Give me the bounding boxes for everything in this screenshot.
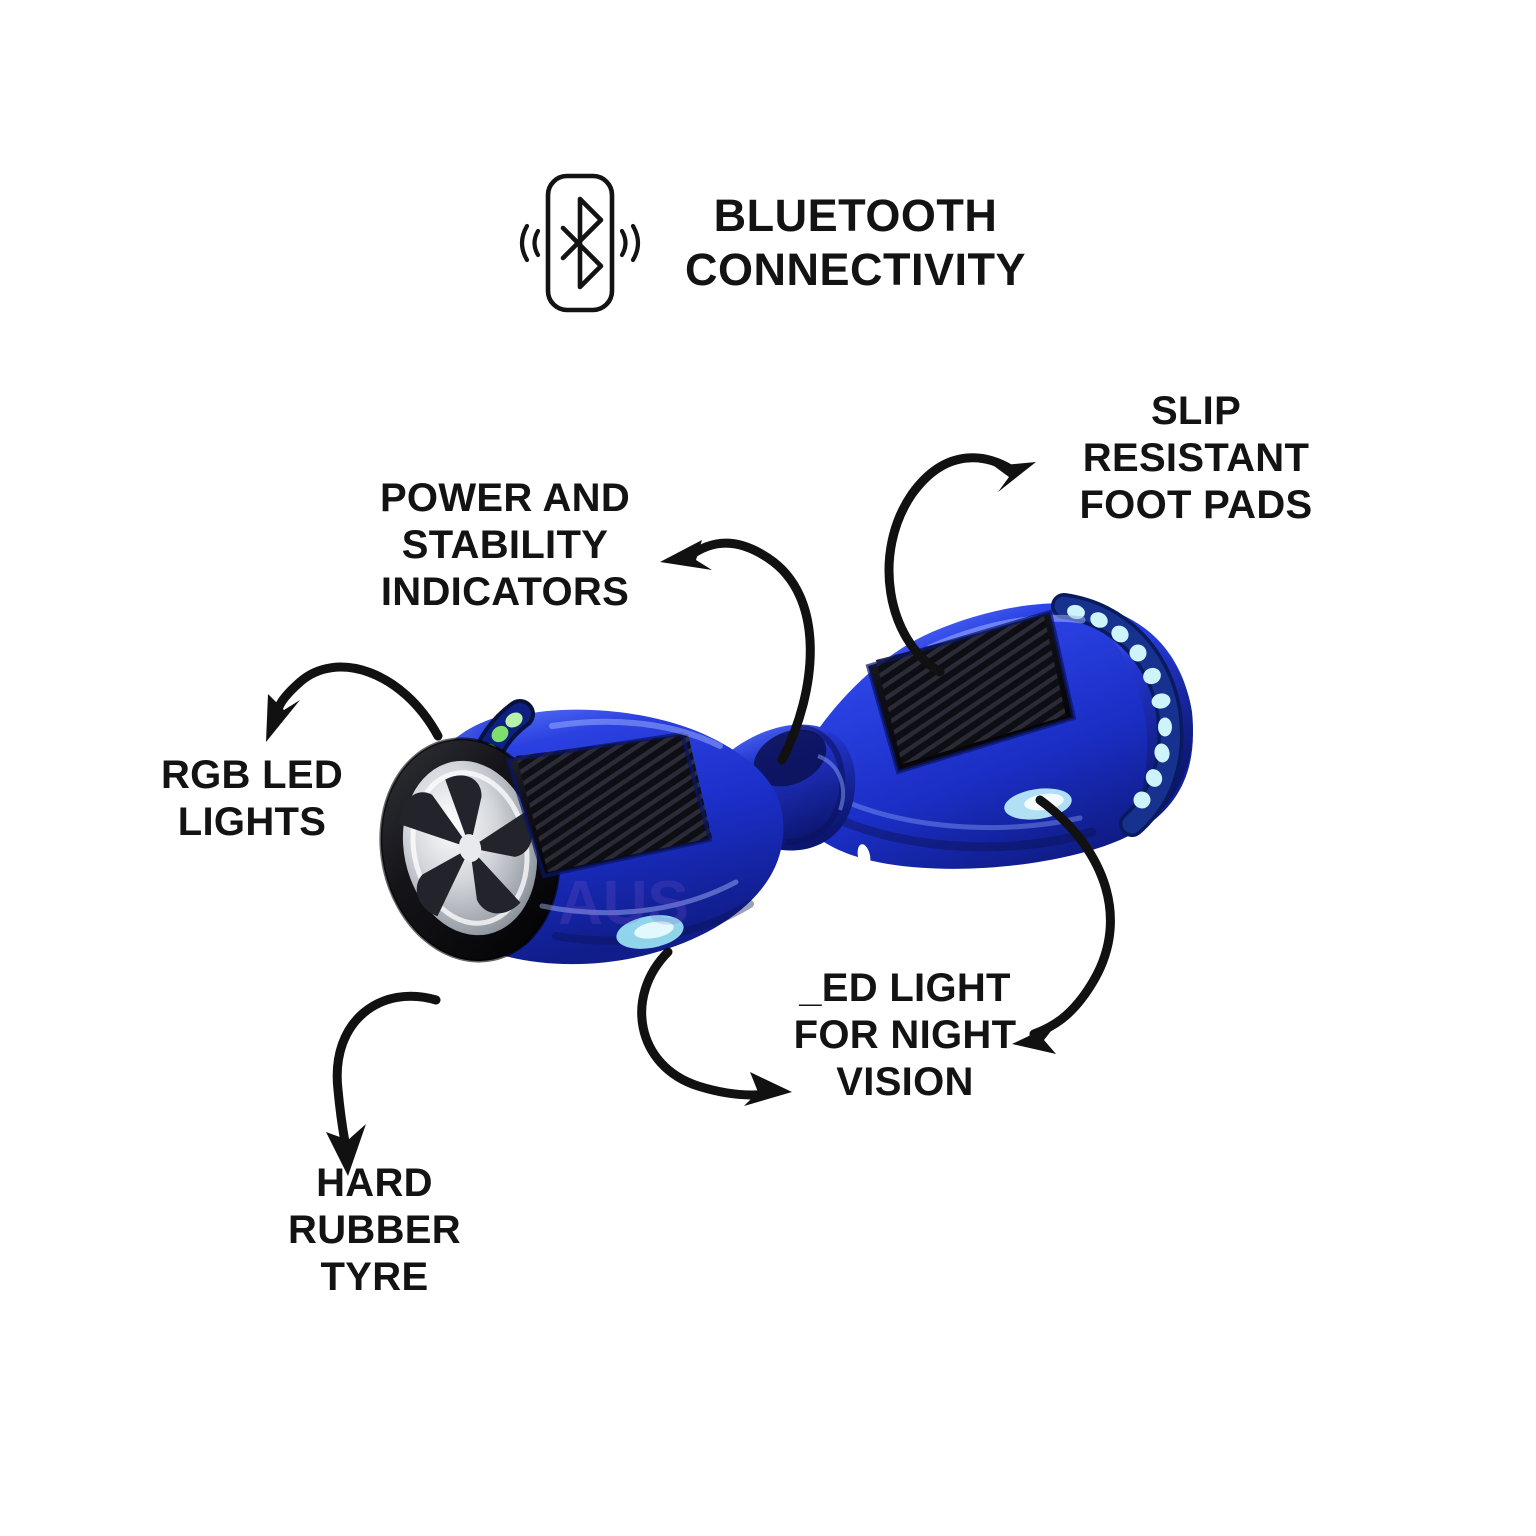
label-rgb-led-lights: RGB LED LIGHTS — [160, 753, 344, 844]
label-led-light-for-night-vision: _ED LIGHT FOR NIGHT VISION — [793, 966, 1017, 1104]
bluetooth-title: BLUETOOTH CONNECTIVITY — [685, 190, 1027, 295]
left-wheel-hub — [399, 760, 538, 936]
label-hard-rubber-tyre: HARD RUBBER TYRE — [288, 1161, 461, 1299]
hoverboard-left-half: AUS — [379, 699, 784, 965]
left-night-vision-led — [616, 915, 684, 949]
label-power-and-stability-indicators: POWER AND STABILITY INDICATORS — [379, 476, 631, 614]
right-led-strip — [1051, 593, 1184, 837]
bluetooth-header: BLUETOOTH CONNECTIVITY — [505, 160, 1065, 325]
watermark: AUS — [558, 869, 689, 938]
label-slip-resistant-foot-pads: SLIP RESISTANT FOOT PADS — [1079, 389, 1313, 527]
bluetooth-icon — [505, 168, 655, 318]
hoverboard-right-half — [788, 593, 1193, 869]
